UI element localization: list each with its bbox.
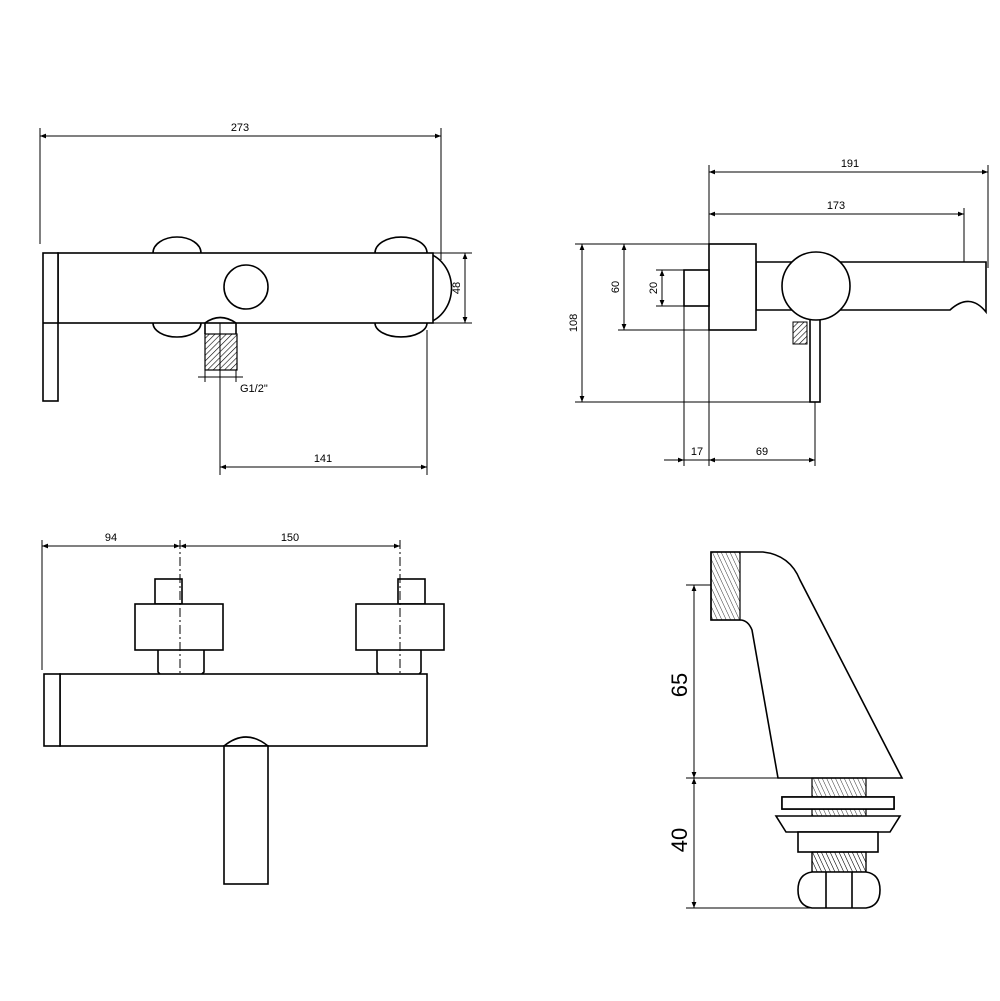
side-height-body-label: 60 — [610, 281, 622, 293]
side-wall-gap-label: 17 — [691, 446, 703, 458]
side-stub-label: 20 — [648, 282, 660, 294]
side-stub — [683, 269, 710, 307]
top-spout — [223, 745, 269, 885]
side-lever-offset-label: 69 — [756, 446, 768, 458]
top-view: 94 150 — [41, 532, 445, 885]
side-view: 191 173 108 60 20 17 69 — [568, 158, 989, 466]
side-height-total-label: 108 — [568, 314, 580, 332]
top-spacing-label: 150 — [281, 532, 299, 544]
front-offset-label: 141 — [314, 453, 332, 465]
side-knob — [781, 251, 851, 321]
top-body — [59, 673, 428, 747]
connector-upper-label: 65 — [667, 673, 692, 697]
side-depth-spout-label: 173 — [827, 200, 845, 212]
connector-lower-label: 40 — [667, 828, 692, 852]
side-depth-total-label: 191 — [841, 158, 859, 170]
front-height-label: 48 — [451, 282, 463, 294]
top-edge-label: 94 — [105, 532, 117, 544]
top-left-inlet — [134, 603, 224, 651]
connector-view: 65 40 — [667, 551, 904, 909]
front-thread-label: G1/2" — [240, 383, 268, 395]
front-lever — [42, 252, 59, 402]
front-width-label: 273 — [231, 122, 249, 134]
front-knob — [223, 264, 269, 310]
connector-nut — [797, 871, 881, 909]
side-lever — [809, 317, 821, 403]
side-wall-block — [708, 243, 757, 331]
front-view: 273 48 G1/2" 141 — [39, 122, 472, 475]
